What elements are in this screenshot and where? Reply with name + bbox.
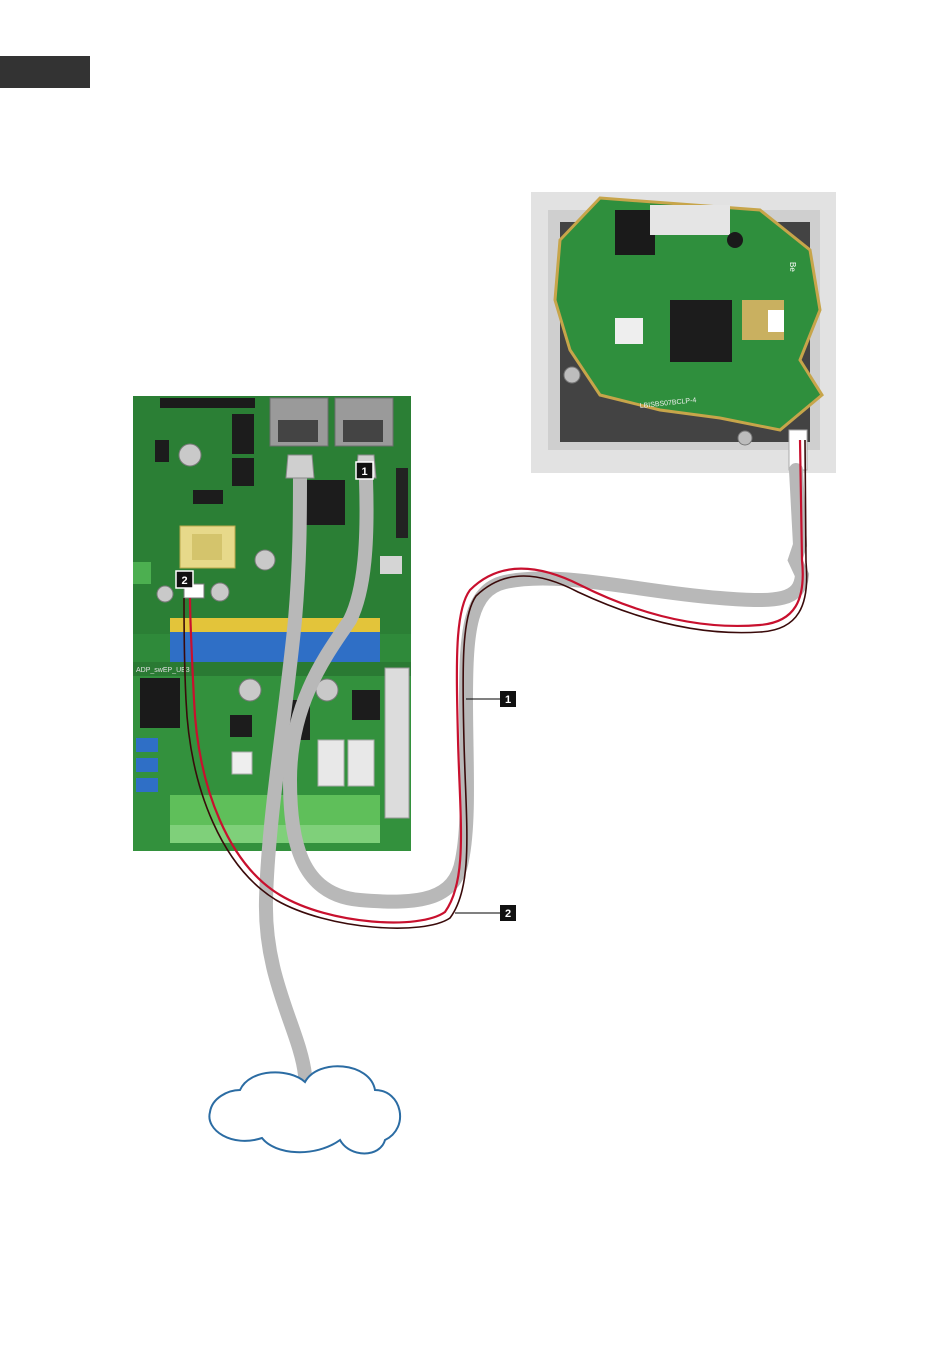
callout-2-side-label: 2 [505, 908, 511, 920]
callout-2-side: 2 [500, 905, 516, 921]
reader-module: Be LBISBS07BCLP-4 [531, 192, 836, 473]
controller-board-label: ADP_swEP_UE3 [136, 667, 190, 674]
callout-2-on-board: 2 [176, 571, 193, 588]
callout-1-side-label: 1 [505, 694, 511, 706]
callout-1-on-board: 1 [356, 462, 373, 479]
callout-1-side: 1 [500, 691, 516, 707]
callout-1-on-board-label: 1 [361, 466, 367, 478]
module-vendor-mark: Be [788, 262, 797, 272]
callout-2-on-board-label: 2 [181, 575, 187, 587]
